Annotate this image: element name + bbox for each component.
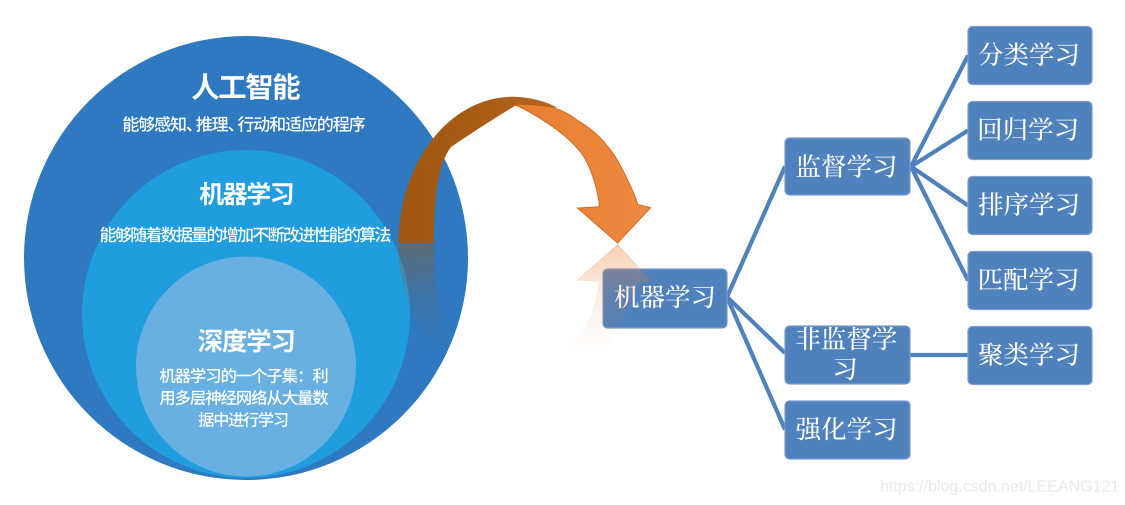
svg-text:https://blog.csdn.net/LEEANG12: https://blog.csdn.net/LEEANG121 — [880, 479, 1119, 496]
